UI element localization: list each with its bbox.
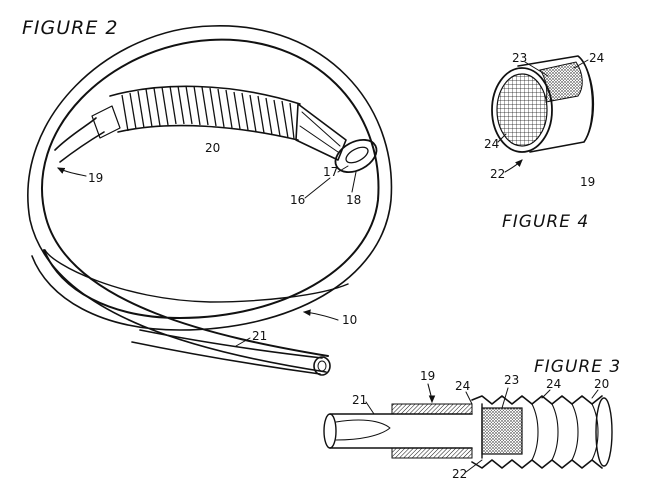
- fig4-ref-22: 22: [490, 167, 505, 181]
- figure-3-title: FIGURE 3: [534, 357, 621, 377]
- ref-18: 18: [346, 193, 361, 207]
- corrugated-tube-section: [471, 395, 613, 469]
- fig4-ref-24-left: 24: [484, 137, 499, 151]
- sleeve-wall-bottom: [391, 447, 473, 459]
- fig3-ref-21: 21: [352, 393, 367, 407]
- fig3-ref-20: 20: [594, 377, 609, 391]
- fig3-ref-24-b: 24: [546, 377, 561, 391]
- fig4-ref-19: 19: [580, 175, 595, 189]
- filter-cartridge: [491, 55, 595, 153]
- filter-screen: [496, 73, 548, 147]
- fig3-ref-24-a: 24: [455, 379, 470, 393]
- ref-10: 10: [342, 313, 357, 327]
- figure-2-title: FIGURE 2: [22, 17, 119, 39]
- filter-media: [539, 61, 583, 103]
- corrugated-section: [109, 85, 301, 141]
- coiled-tubing: [27, 25, 393, 376]
- figure-2: FIGURE 2: [22, 17, 393, 376]
- ref-19-leader: [57, 167, 87, 177]
- ref-20: 20: [205, 141, 220, 155]
- sleeve-wall-top: [391, 403, 473, 415]
- ref-19: 19: [88, 171, 103, 185]
- tube-section: [323, 413, 473, 449]
- figure-4-title: FIGURE 4: [502, 212, 589, 232]
- suction-handle: [295, 103, 378, 174]
- filter-media-section: [481, 407, 523, 455]
- fig4-ref-24-top: 24: [589, 51, 604, 65]
- fig3-ref-19: 19: [420, 369, 435, 383]
- fig3-ref-19-leader: [427, 383, 436, 404]
- figure-4: 23 24 24 22 19 FIGURE 4: [484, 51, 604, 232]
- ref-17: 17: [323, 165, 338, 179]
- fig4-ref-23: 23: [512, 51, 527, 65]
- fig3-ref-23: 23: [504, 373, 519, 387]
- fig3-ref-22: 22: [452, 467, 467, 481]
- ref-21: 21: [252, 329, 267, 343]
- ref-10-leader: [302, 309, 339, 321]
- figure-3: FIGURE 3 19 21: [323, 357, 621, 481]
- ref-16: 16: [290, 193, 305, 207]
- fig4-ref-22-leader: [504, 159, 523, 173]
